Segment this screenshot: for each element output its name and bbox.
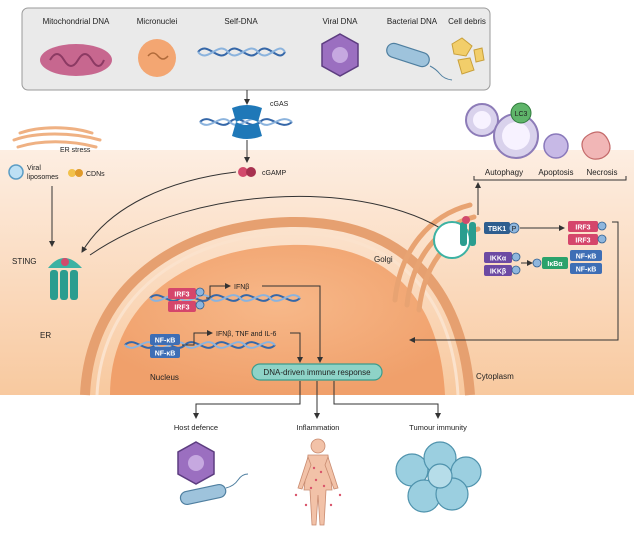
source-label-self-dna: Self-DNA — [224, 17, 258, 26]
svg-text:NF-κB: NF-κB — [576, 254, 597, 261]
arrow-signaling-to-nucleus — [409, 221, 619, 343]
arrow-ifnb-to-response — [262, 285, 323, 363]
phospho-ikba — [532, 258, 542, 268]
cell-debris-icon — [451, 37, 485, 75]
svg-text:IRF3: IRF3 — [174, 292, 189, 299]
tbk1-box: TBK1 — [484, 222, 510, 234]
fate-label-apoptosis: Apoptosis — [538, 168, 573, 177]
phospho-tbk1: P — [508, 222, 520, 234]
tumour-cells-icon — [395, 441, 482, 513]
svg-text:IRF3: IRF3 — [174, 305, 189, 312]
irf3-box-cytoplasm-2: IRF3 — [568, 234, 598, 245]
immune-response-box: DNA-driven immune response — [251, 363, 383, 381]
cgamp-label: cGAMP — [262, 170, 286, 177]
svg-text:LC3: LC3 — [515, 111, 528, 118]
arrow-sting-to-golgi — [89, 195, 456, 256]
bacterium-icon — [386, 42, 453, 81]
phospho-irf3-2 — [597, 234, 607, 244]
arrow-response-to-tumour-immunity — [333, 381, 441, 419]
irf3-box-cytoplasm-1: IRF3 — [568, 221, 598, 232]
golgi-sting-complex-icon — [433, 216, 476, 259]
er-stress-label: ER stress — [60, 147, 91, 154]
phospho-irf3-1 — [597, 221, 607, 231]
ikba-box: IκBα — [542, 257, 568, 269]
apoptosis-cell-icon — [543, 133, 569, 159]
svg-text:IKKα: IKKα — [490, 256, 507, 263]
inflammation-dots — [294, 466, 342, 507]
svg-text:NF-κB: NF-κB — [155, 338, 176, 345]
fates-bracket — [473, 176, 627, 181]
nucleus-shape — [110, 244, 445, 395]
cytoplasm-label: Cytoplasm — [476, 372, 514, 381]
cytokine-genes-label: IFNβ, TNF and IL-6 — [216, 331, 277, 338]
ifnb-gene-label: IFNβ — [234, 284, 249, 291]
phospho-irf3-nucleus-1 — [195, 287, 205, 297]
human-body-icon — [297, 438, 339, 526]
autophagosome-icon — [465, 103, 539, 159]
viral-liposomes-label-line1: Viral — [27, 165, 41, 172]
mitochondrion-icon — [40, 44, 112, 76]
source-label-mitochondrial-dna: Mitochondrial DNA — [43, 17, 110, 26]
irf3-box-nucleus-2: IRF3 — [168, 301, 196, 312]
sting-label: STING — [12, 257, 36, 266]
ikka-box: IKKα — [484, 252, 512, 263]
svg-text:IκBα: IκBα — [547, 261, 563, 268]
self-dna-icon — [197, 47, 286, 57]
er-membrane-inner — [95, 231, 460, 396]
cdns-icon — [68, 169, 83, 177]
fate-label-autophagy: Autophagy — [485, 168, 523, 177]
arrow-cytokines-to-response — [290, 332, 303, 363]
svg-text:NF-κB: NF-κB — [576, 267, 597, 274]
viral-liposomes-label-line2: liposomes — [27, 174, 59, 181]
cgas-enzyme-icon — [199, 105, 293, 139]
svg-text:NF-κB: NF-κB — [155, 351, 176, 358]
outcome-label-tumour-immunity: Tumour immunity — [409, 423, 467, 432]
phospho-ikkb — [511, 265, 521, 275]
source-label-cell-debris: Cell debris — [448, 17, 486, 26]
nfkb-box-cytoplasm-1: NF-κB — [570, 250, 602, 261]
nfkb-box-cytoplasm-2: NF-κB — [570, 263, 602, 274]
nfkb-box-nucleus-1: NF-κB — [150, 334, 180, 345]
svg-text:IKKβ: IKKβ — [490, 269, 507, 276]
virus-icon — [321, 33, 359, 77]
svg-text:P: P — [512, 226, 517, 233]
arrow-response-to-host-defence — [193, 381, 301, 419]
host-defence-virus-icon — [177, 441, 215, 485]
sting-protein-icon — [48, 258, 82, 300]
ikkb-box: IKKβ — [484, 265, 512, 276]
arrow-cgamp-to-sting — [81, 171, 237, 253]
lc3-badge: LC3 — [510, 102, 532, 124]
host-defence-bacterium-icon — [179, 473, 249, 506]
golgi-label: Golgi — [374, 255, 393, 264]
micronucleus-icon — [138, 39, 176, 77]
er-label: ER — [40, 331, 51, 340]
necrosis-cell-icon — [581, 131, 611, 160]
er-stress-stack — [12, 126, 102, 149]
viral-liposome-icon — [8, 164, 24, 180]
er-membrane — [80, 216, 475, 396]
cgamp-molecule-icon — [238, 167, 256, 177]
cdns-label: CDNs — [86, 171, 105, 178]
svg-text:IRF3: IRF3 — [575, 225, 590, 232]
arrow-nfkb-to-cytokines — [182, 330, 213, 346]
nucleus-label: Nucleus — [150, 373, 179, 382]
source-label-viral-dna: Viral DNA — [323, 17, 359, 26]
outcome-label-inflammation: Inflammation — [297, 423, 340, 432]
arrow-irf3-to-ifnb — [206, 283, 231, 299]
irf3-box-nucleus-1: IRF3 — [168, 288, 196, 299]
cgas-label: cGAS — [270, 101, 289, 108]
fate-label-necrosis: Necrosis — [586, 168, 617, 177]
svg-text:DNA-driven immune response: DNA-driven immune response — [263, 368, 371, 377]
source-label-bacterial-dna: Bacterial DNA — [387, 17, 438, 26]
svg-text:IRF3: IRF3 — [575, 238, 590, 245]
nfkb-box-nucleus-2: NF-κB — [150, 347, 180, 358]
phospho-irf3-nucleus-2 — [195, 300, 205, 310]
svg-text:TBK1: TBK1 — [488, 226, 506, 233]
source-label-micronuclei: Micronuclei — [137, 17, 178, 26]
phospho-ikka — [511, 252, 521, 262]
outcome-label-host-defence: Host defence — [174, 423, 218, 432]
